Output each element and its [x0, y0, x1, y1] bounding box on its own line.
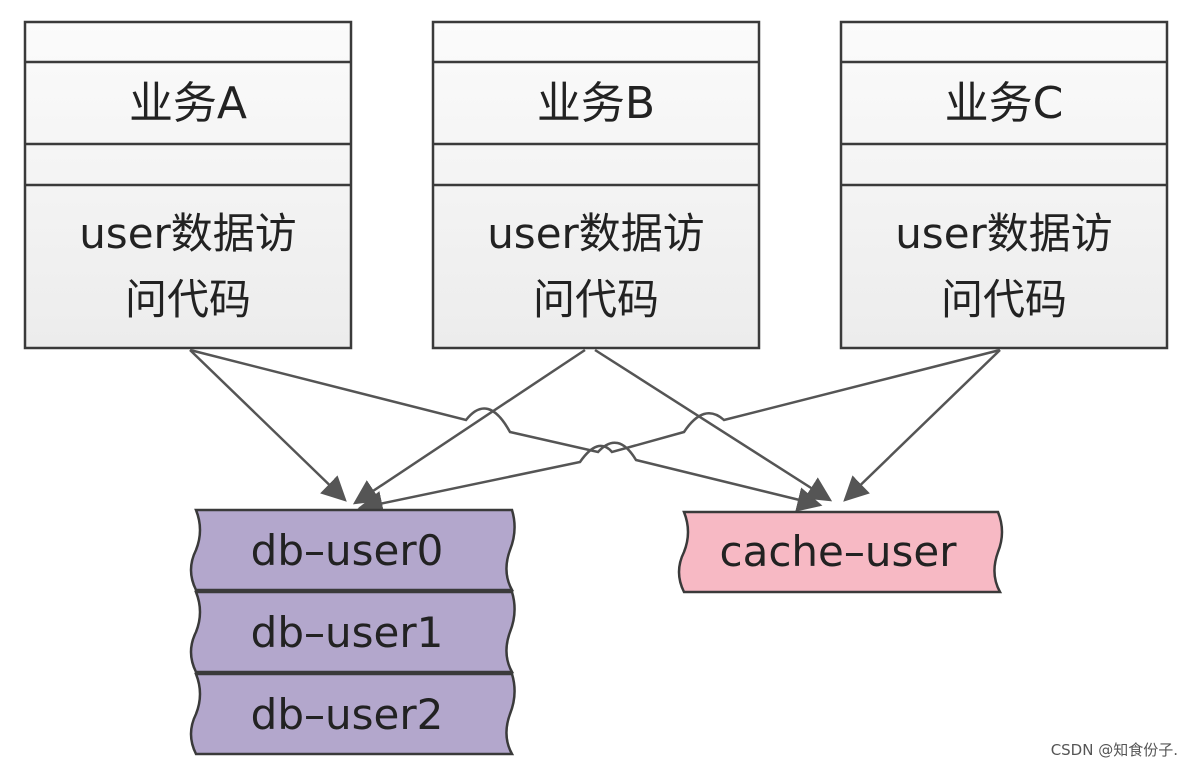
cache-block: cache–user: [677, 510, 1004, 594]
db-label-0: db–user0: [251, 526, 444, 575]
service-code-line1-a: user数据访: [79, 209, 297, 258]
connector-c-db: [357, 348, 1001, 516]
db-block-0: [189, 508, 516, 592]
connector-b-db: [352, 348, 586, 505]
db-block-1: [189, 590, 516, 674]
connector-c-cache: [843, 349, 1001, 502]
service-title-a: 业务A: [129, 78, 247, 129]
db-block-2: [189, 672, 516, 756]
connector-b-cache: [594, 348, 833, 502]
watermark: CSDN @知食份子.: [1051, 741, 1178, 759]
service-code-line2-a: 问代码: [125, 275, 251, 324]
connector-a-db: [189, 349, 347, 502]
service-code-line1-c: user数据访: [895, 209, 1113, 258]
db-stack: db–user0 db–user1 db–user2: [189, 508, 516, 756]
service-code-line2-c: 问代码: [941, 275, 1067, 324]
service-box-a: 业务A user数据访 问代码: [23, 20, 353, 350]
service-code-line2-b: 问代码: [533, 275, 659, 324]
cache-label: cache–user: [720, 527, 958, 576]
db-label-1: db–user1: [251, 608, 444, 657]
service-box-b: 业务B user数据访 问代码: [431, 20, 761, 350]
db-label-2: db–user2: [251, 690, 444, 739]
service-box-c: 业务C user数据访 问代码: [839, 20, 1169, 350]
service-code-line1-b: user数据访: [487, 209, 705, 258]
connector-a-cache: [189, 348, 823, 512]
service-title-c: 业务C: [945, 78, 1064, 129]
connectors: [189, 348, 1001, 516]
service-title-b: 业务B: [537, 78, 655, 129]
